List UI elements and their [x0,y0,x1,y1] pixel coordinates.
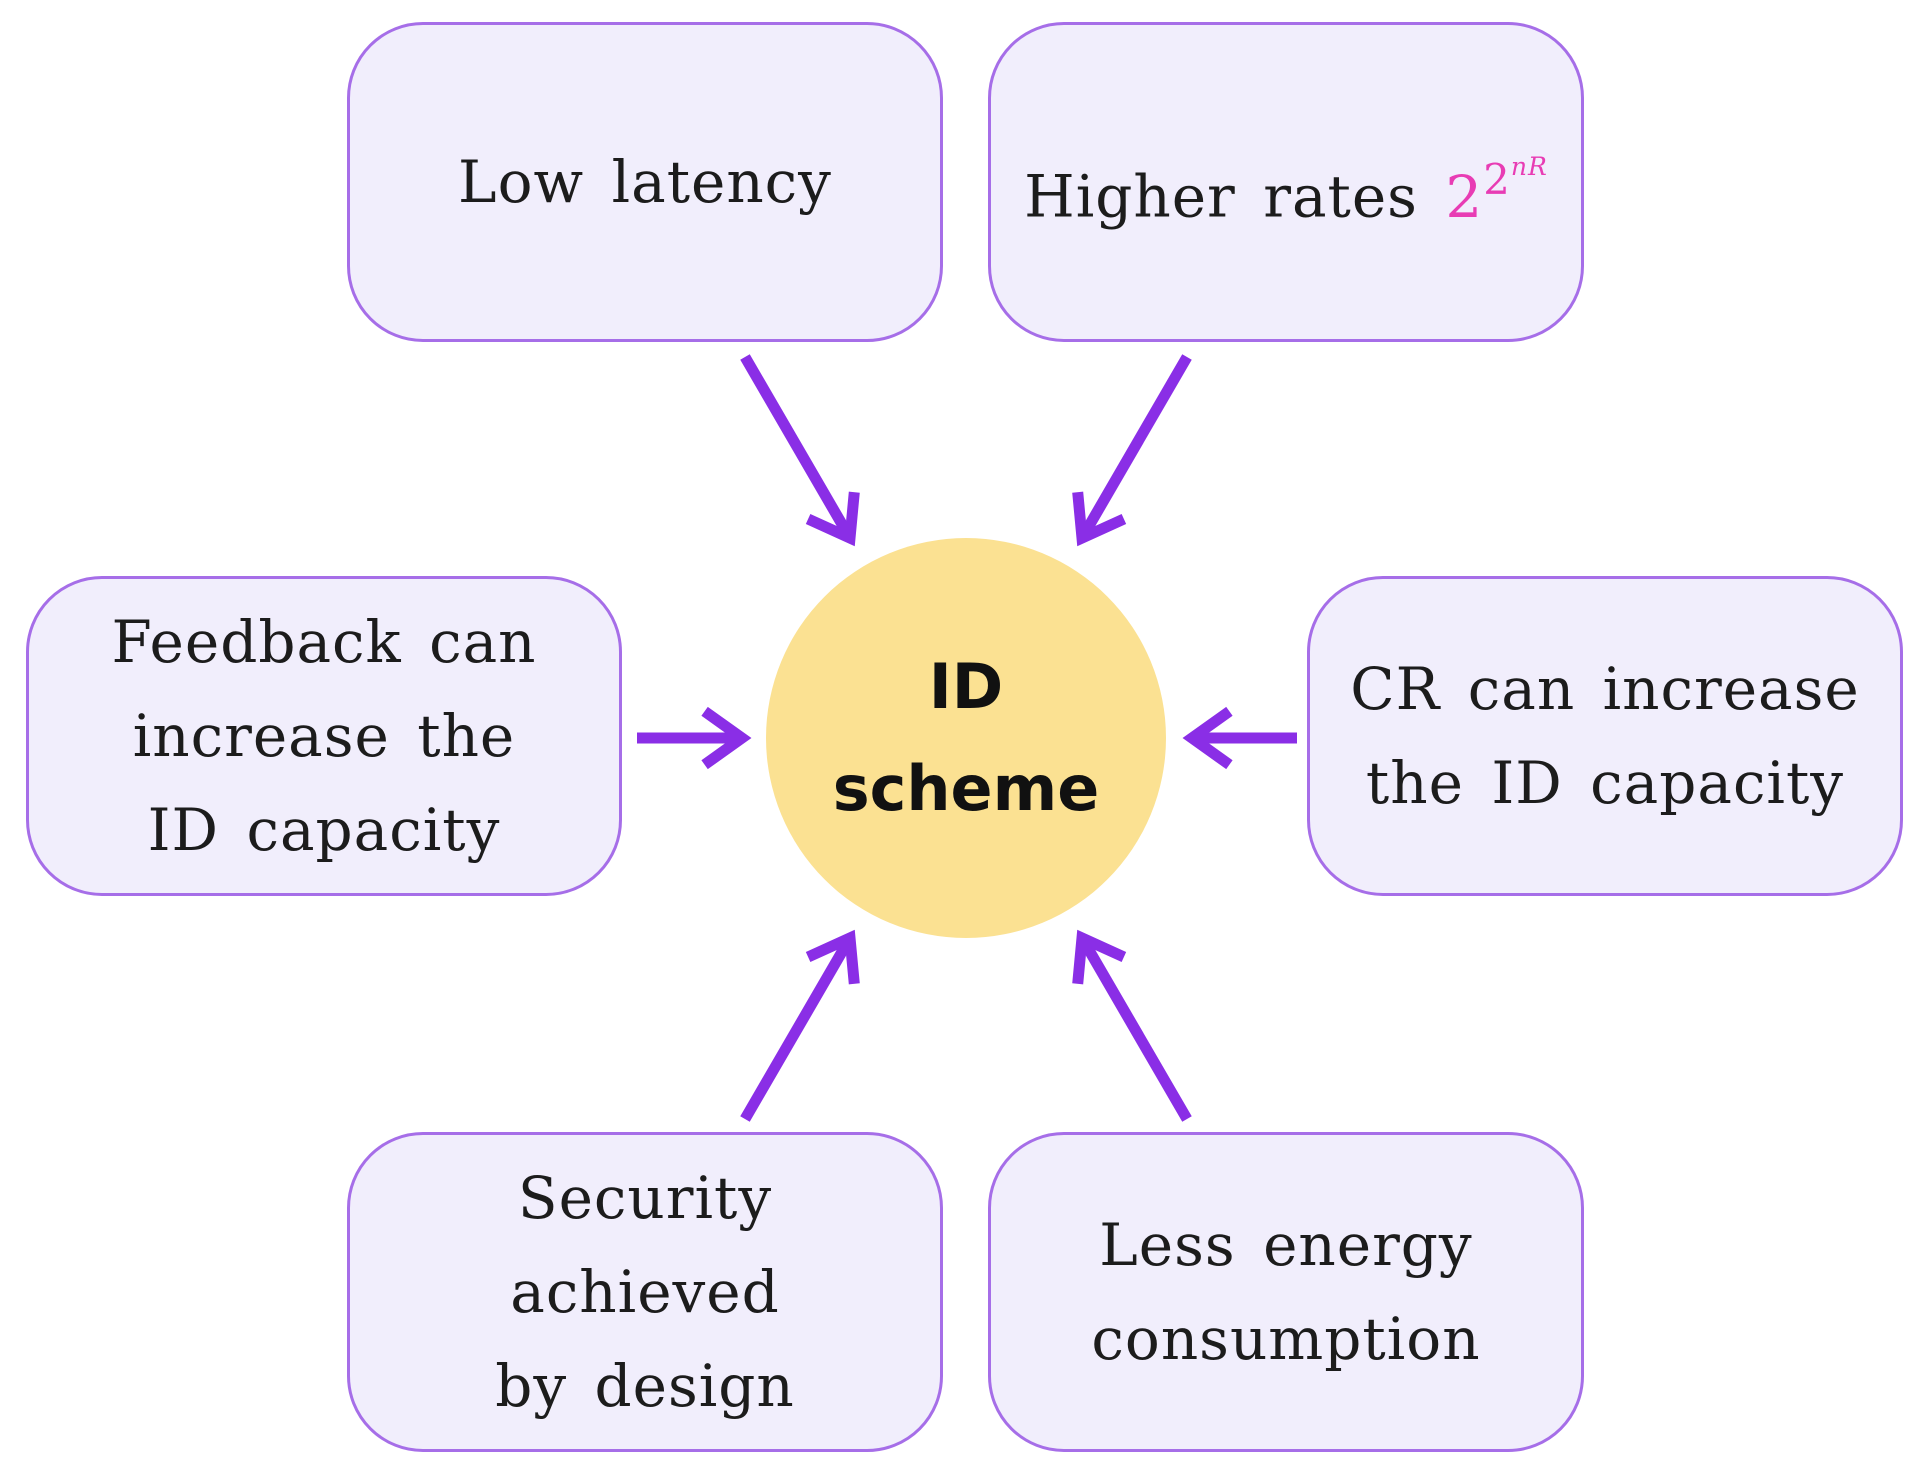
rate-expression-exponent-base: 2 [1483,154,1511,204]
arrow-low-latency-to-center-shaft [740,354,855,541]
node-higher-rates: Higher rates 22nR [988,22,1584,342]
node-security-line-1: Security achieved [510,1164,780,1326]
arrow-higher-rates-to-center-shaft [1077,354,1192,541]
node-security-line-2: by design [495,1352,795,1420]
arrow-security-to-center [740,929,860,1122]
node-feedback-line-3: ID capacity [147,796,501,864]
node-feedback-line-1: Feedback can [111,608,537,676]
node-cr-text: CR can increase the ID capacity [1350,642,1859,830]
node-cr: CR can increase the ID capacity [1307,576,1903,896]
arrow-cr-to-center-head [1182,706,1233,770]
node-higher-rates-text: Higher rates 22nR [1024,120,1548,244]
rate-expression-base: 2 [1445,162,1484,231]
node-energy-text: Less energy consumption [1091,1198,1480,1386]
rate-expression-exponent: 2nR [1483,152,1548,204]
arrow-security-to-center-shaft [740,935,855,1122]
center-node-line-2: scheme [832,752,1100,825]
center-node-label: ID scheme [833,636,1100,840]
node-low-latency-label: Low latency [458,148,832,216]
arrow-security-to-center-head [805,929,860,985]
node-energy-line-2: consumption [1091,1305,1481,1373]
node-energy-line-1: Less energy [1099,1211,1473,1279]
node-energy: Less energy consumption [988,1132,1584,1452]
arrow-cr-to-center [1182,706,1297,770]
rate-expression: 22nR [1445,152,1547,231]
node-security-text: Security achieved by design [372,1151,918,1433]
node-higher-rates-label: Higher rates [1024,162,1418,231]
node-security: Security achieved by design [347,1132,943,1452]
arrow-low-latency-to-center [740,354,860,547]
rate-expression-exponent-power: nR [1510,152,1548,182]
node-feedback-line-2: increase the [132,702,516,770]
node-feedback-text: Feedback can increase the ID capacity [111,595,536,877]
node-feedback: Feedback can increase the ID capacity [26,576,622,896]
arrow-low-latency-to-center-head [805,491,860,547]
node-cr-line-1: CR can increase [1350,655,1860,723]
center-node-line-1: ID [928,650,1004,723]
arrow-higher-rates-to-center-head [1072,491,1127,547]
arrow-feedback-to-center-head [701,706,752,770]
arrow-energy-to-center-shaft [1077,935,1192,1122]
arrow-higher-rates-to-center [1072,354,1192,547]
arrow-energy-to-center-head [1072,929,1127,985]
arrow-energy-to-center [1072,929,1192,1122]
node-low-latency: Low latency [347,22,943,342]
arrow-feedback-to-center [637,706,752,770]
center-node-id-scheme: ID scheme [766,538,1166,938]
node-cr-line-2: the ID capacity [1365,749,1845,817]
